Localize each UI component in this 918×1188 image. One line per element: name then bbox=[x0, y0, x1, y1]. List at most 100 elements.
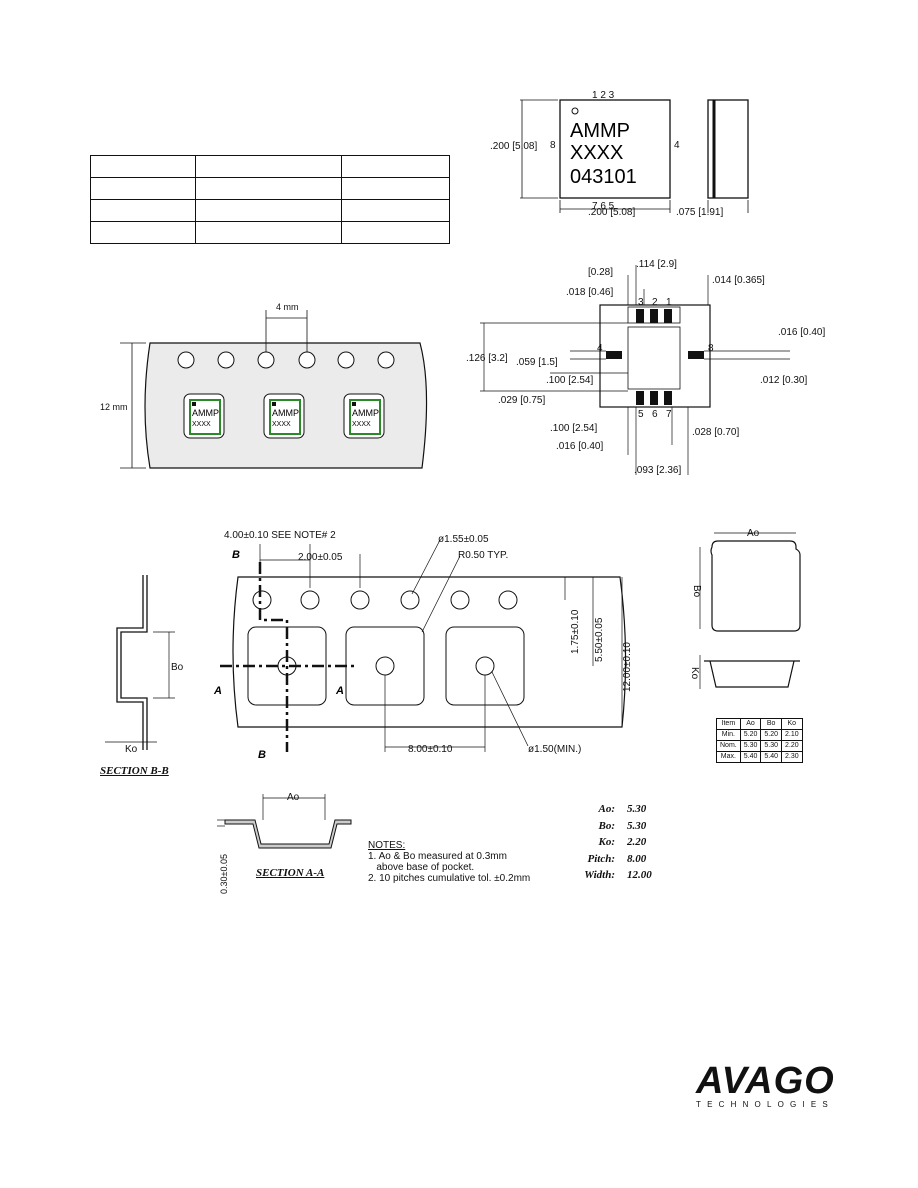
spec-value: 2.20 bbox=[627, 836, 647, 848]
table-row bbox=[90, 155, 450, 178]
table-row bbox=[90, 199, 450, 222]
tape-pocket-1: AMMP XXXX bbox=[183, 393, 225, 439]
fp-dim-028b: .028 [0.70] bbox=[692, 427, 739, 438]
pocket-pitch-label: 8.00±0.10 bbox=[408, 744, 453, 755]
table-cell: 5.30 bbox=[739, 740, 762, 752]
part-marking2: XXXX bbox=[272, 421, 291, 428]
notes-line: 2. 10 pitches cumulative tol. ±0.2mm bbox=[368, 873, 531, 884]
notes-line: above base of pocket. bbox=[368, 862, 475, 873]
logo-brand: AVAGO bbox=[696, 1060, 835, 1102]
notes-line: 1. Ao & Bo measured at 0.3mm bbox=[368, 851, 507, 862]
table-cell: 2.20 bbox=[780, 740, 803, 752]
spec-key: Pitch: bbox=[587, 852, 616, 865]
section-a-marker-right: A bbox=[335, 685, 344, 697]
spec-key: Ko: bbox=[598, 836, 616, 848]
pv-ko-label: Ko bbox=[689, 667, 700, 680]
tape-pocket-2: AMMP XXXX bbox=[263, 393, 305, 439]
spec-key: Width: bbox=[584, 869, 615, 881]
fp-pin-8: 8 bbox=[708, 343, 714, 354]
table-cell: 5.40 bbox=[739, 751, 762, 763]
fp-dim-016r: .016 [0.40] bbox=[778, 327, 825, 338]
pins-top-label: 1 2 3 bbox=[592, 90, 615, 101]
notes-title: NOTES: bbox=[368, 840, 406, 851]
pv-bo-label: Bo bbox=[691, 585, 702, 598]
dim-1200-label: 12.00±0.10 bbox=[622, 642, 633, 692]
sprocket-hole bbox=[298, 351, 316, 369]
spec-row: Pitch:8.00 bbox=[570, 853, 652, 870]
pad-2 bbox=[650, 309, 658, 323]
carrier-tape-drawing: B B A A 4.00±0.10 SEE NOTE# 2 2.00±0.05 … bbox=[213, 530, 633, 761]
package-side-view bbox=[707, 99, 749, 199]
table-row: Item Ao Bo Ko bbox=[716, 718, 803, 730]
specs-list: Ao:5.30 Bo:5.30 Ko:2.20 Pitch:8.00 Width… bbox=[570, 803, 652, 886]
part-marking1: AMMP bbox=[272, 408, 299, 418]
table-cell: 2.10 bbox=[780, 729, 803, 741]
table-row bbox=[90, 221, 450, 244]
part-marking2: XXXX bbox=[352, 421, 371, 428]
pocket-hole-label: ø1.50(MIN.) bbox=[528, 744, 581, 755]
hole-pitch-label: 2.00±0.05 bbox=[298, 552, 343, 563]
dim-width: .200 [5.08] bbox=[588, 207, 635, 218]
logo-tagline: TECHNOLOGIES bbox=[696, 1100, 834, 1109]
part-marking2: XXXX bbox=[192, 421, 211, 428]
sprocket-hole bbox=[177, 351, 195, 369]
fp-pin-6: 6 bbox=[652, 409, 658, 420]
fp-dim-012: .012 [0.30] bbox=[760, 375, 807, 386]
avago-logo: AVAGO TECHNOLOGIES bbox=[696, 1062, 835, 1109]
marking-line3: 043101 bbox=[570, 166, 637, 188]
spec-value: 5.30 bbox=[627, 803, 647, 815]
table-header-cell: Bo bbox=[760, 718, 782, 730]
tape-illustration: 12 mm 4 mm AMMP XXXX AMMP XXXX AMMP XXXX bbox=[100, 302, 428, 469]
pocket-top-view bbox=[710, 540, 801, 632]
fp-dim-093: .093 [2.36] bbox=[634, 465, 681, 476]
hole-dia-label: ø1.55±0.05 bbox=[438, 534, 489, 545]
spec-row: Ko: 2.20 bbox=[570, 836, 652, 853]
fp-dim-059: .059 [1.5] bbox=[516, 357, 558, 368]
table-header-cell: Ko bbox=[780, 718, 803, 730]
fp-dim-016: .016 [0.40] bbox=[556, 441, 603, 452]
table-row: Min. 5.20 5.20 2.10 bbox=[716, 729, 803, 741]
table-cell: 2.30 bbox=[780, 751, 803, 763]
footprint-diagram: 3 2 1 4 8 5 6 7 [0.28] .114 [2.9] .014 [… bbox=[466, 259, 825, 476]
spec-key: Bo: bbox=[598, 819, 616, 832]
fp-pin-1: 1 bbox=[666, 297, 672, 308]
pin-right-label: 4 bbox=[674, 140, 680, 151]
pad-7 bbox=[664, 391, 672, 405]
tape-width-label: 12 mm bbox=[100, 402, 128, 412]
pin1-marker bbox=[571, 107, 579, 115]
spec-row: Ao:5.30 bbox=[570, 803, 652, 820]
tape-pitch-label: 4 mm bbox=[276, 302, 299, 312]
tape-pocket-3: AMMP XXXX bbox=[343, 393, 385, 439]
dim-550-label: 5.50±0.05 bbox=[594, 617, 605, 662]
tolerance-table: Item Ao Bo Ko Min. 5.20 5.20 2.10 Nom. 5… bbox=[716, 718, 803, 763]
pad-6 bbox=[650, 391, 658, 405]
section-line-b bbox=[258, 562, 289, 752]
table-row: Nom. 5.30 5.30 2.20 bbox=[716, 740, 803, 752]
sprocket-hole bbox=[252, 590, 272, 610]
pocket-views: Ao Bo Ko bbox=[689, 528, 801, 689]
blank-table bbox=[90, 155, 450, 244]
table-cell: 5.20 bbox=[760, 729, 782, 741]
table-cell: 5.30 bbox=[760, 740, 782, 752]
radius-label: R0.50 TYP. bbox=[458, 550, 508, 561]
aa-pocket-profile bbox=[224, 819, 352, 849]
spec-value: 12.00 bbox=[627, 869, 652, 881]
bb-bo-label: Bo bbox=[171, 662, 184, 673]
section-aa-label: SECTION A-A bbox=[256, 867, 325, 879]
aa-thickness-label: 0.30±0.05 bbox=[219, 854, 229, 894]
spec-row: Bo:5.30 bbox=[570, 820, 652, 837]
sprocket-hole bbox=[498, 590, 518, 610]
fp-dim-114: .114 [2.9] bbox=[636, 259, 677, 270]
notes-block: NOTES: 1. Ao & Bo measured at 0.3mm abov… bbox=[368, 840, 530, 884]
table-row bbox=[90, 177, 450, 200]
sprocket-hole bbox=[257, 351, 275, 369]
sprocket-hole bbox=[217, 351, 235, 369]
fp-pin-5: 5 bbox=[638, 409, 644, 420]
dim-side-thickness: .075 [1.91] bbox=[676, 207, 723, 218]
table-cell: Min. bbox=[716, 729, 741, 741]
section-aa-view: Ao 0.30±0.05 bbox=[217, 792, 352, 894]
section-bb-view: Bo Ko bbox=[105, 575, 184, 755]
fp-pin-3: 3 bbox=[638, 297, 644, 308]
sprocket-hole bbox=[400, 590, 420, 610]
marking-line1: AMMP bbox=[570, 120, 630, 142]
